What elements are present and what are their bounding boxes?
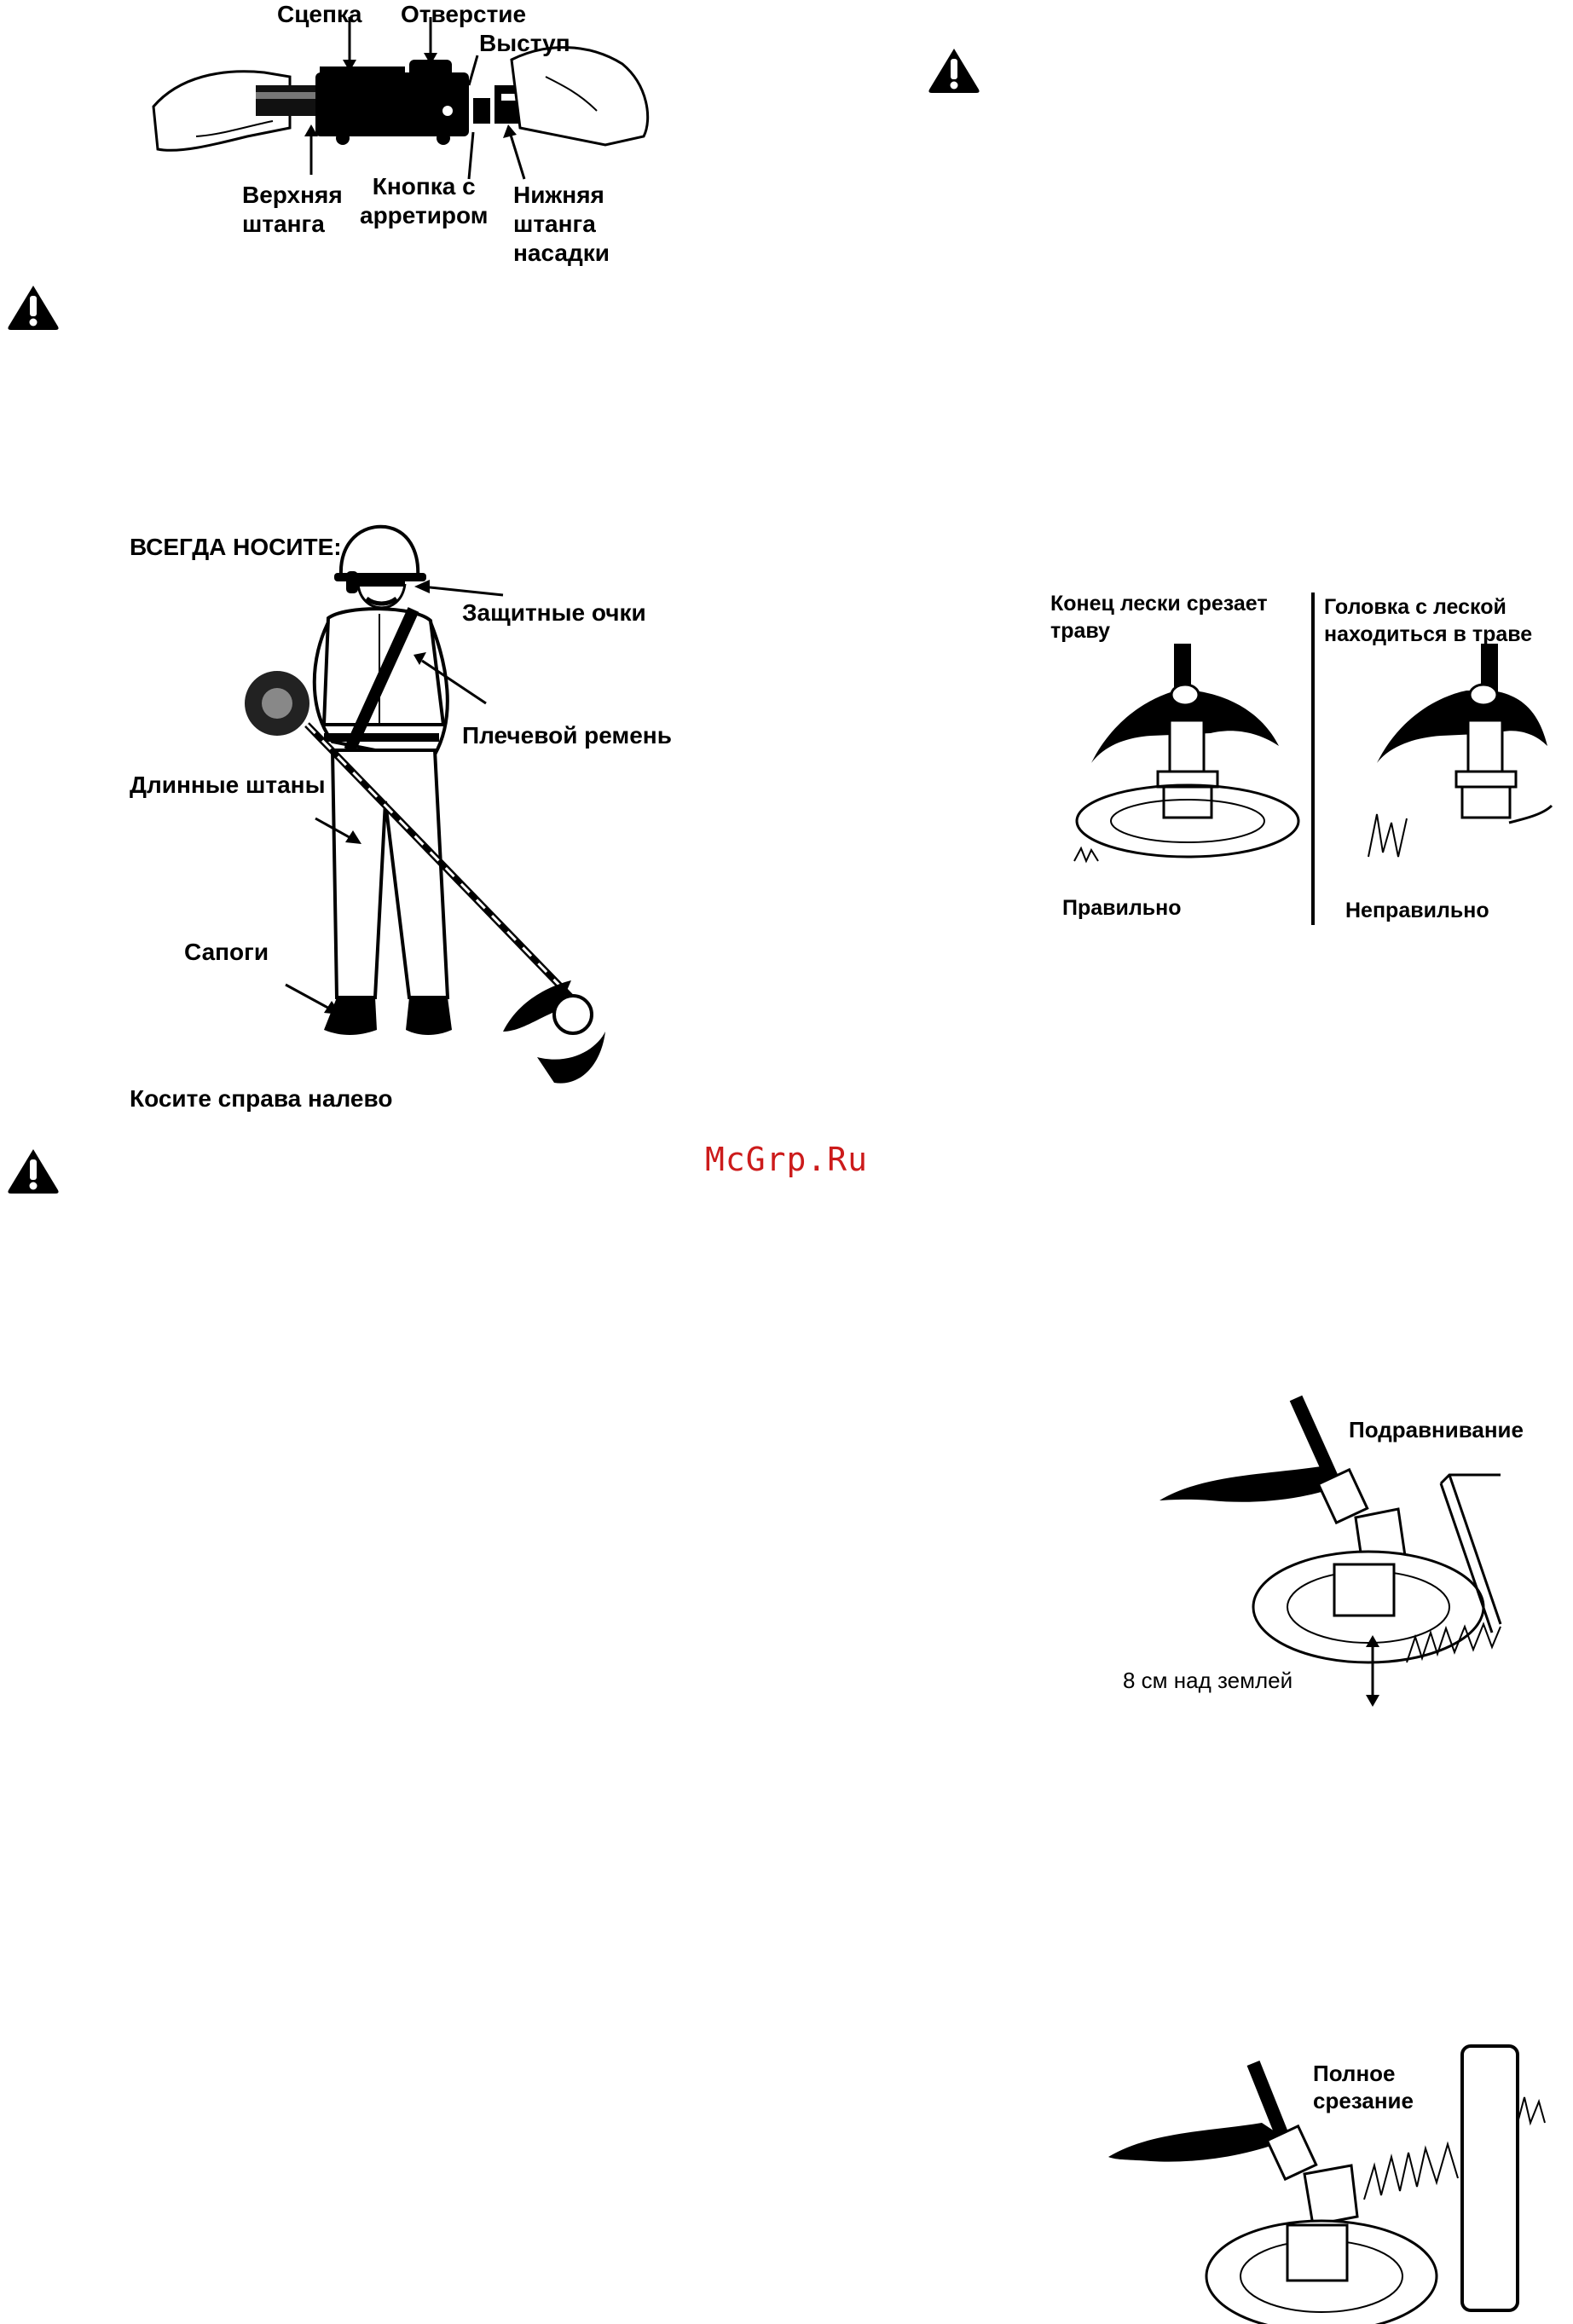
label-height-note: 8 см над землей	[1123, 1668, 1293, 1693]
line-position-illustration	[1073, 593, 1553, 925]
label-coupler: Сцепка	[277, 1, 362, 27]
label-incorrect: Неправильно	[1345, 899, 1489, 922]
warning-icon	[8, 286, 59, 330]
watermark: McGrp.Ru	[704, 1141, 869, 1178]
full-cut-illustration	[1108, 2044, 1546, 2324]
warning-icon	[928, 49, 980, 93]
label-correct: Правильно	[1062, 896, 1182, 920]
label-mow-direction: Косите справа налево	[130, 1085, 393, 1112]
caption-correct: Конец лески срезает траву	[1050, 592, 1268, 643]
label-full-cut: Полное срезание	[1313, 2061, 1414, 2113]
label-upper-shaft: Верхняя штанга	[242, 182, 343, 237]
warning-icon	[8, 1149, 59, 1194]
trimming-illustration	[1160, 1395, 1502, 1707]
label-shoulder-strap: Плечевой ремень	[462, 722, 672, 749]
label-always-wear: ВСЕГДА НОСИТЕ:	[130, 534, 342, 560]
label-long-pants: Длинные штаны	[130, 772, 326, 798]
label-lower-shaft: Нижняя штанга насадки	[513, 182, 610, 266]
label-trimming: Подравнивание	[1349, 1417, 1524, 1442]
operator-illustration	[245, 524, 605, 1084]
label-goggles: Защитные очки	[462, 599, 646, 626]
coupler-illustration	[152, 17, 650, 180]
label-lock-button: Кнопка с арретиром	[360, 173, 489, 228]
label-protrusion: Выступ	[479, 30, 570, 56]
label-hole: Отверстие	[401, 1, 527, 27]
label-boots: Сапоги	[184, 939, 269, 965]
caption-incorrect: Головка с леской находиться в траве	[1324, 595, 1533, 646]
